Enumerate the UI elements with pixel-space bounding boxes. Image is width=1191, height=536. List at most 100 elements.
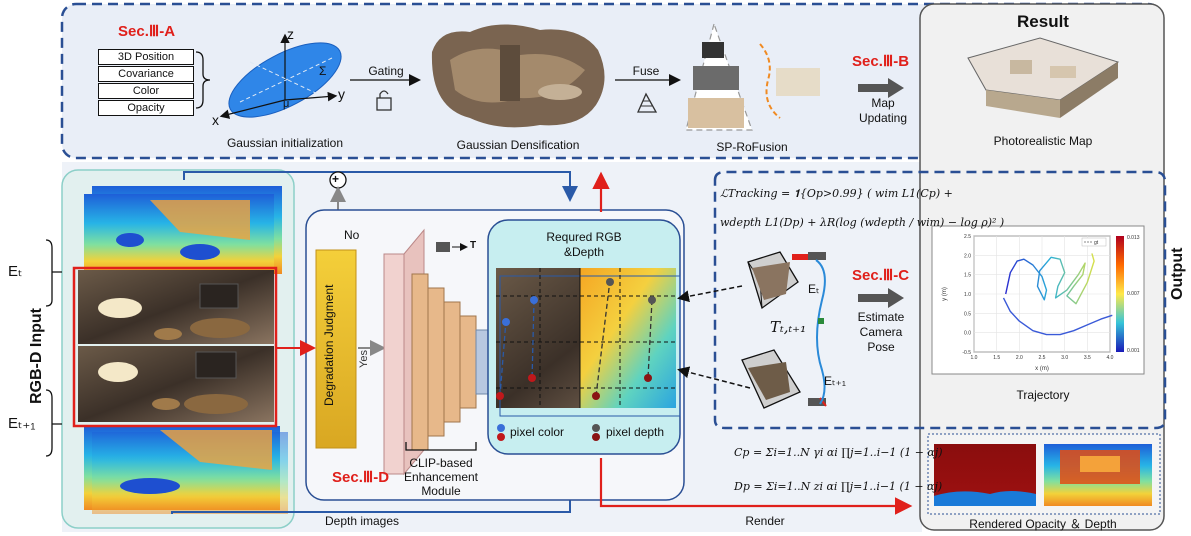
x-tick-label: 2.0: [1016, 355, 1023, 361]
colorbar: [1116, 236, 1124, 352]
gaussian-densification-image: [431, 24, 605, 128]
x-axis-label: x (m): [1035, 366, 1049, 372]
attribute-item: Color: [98, 83, 194, 99]
yes-label: Yes: [358, 350, 370, 368]
x-tick-label: 1.5: [993, 355, 1000, 361]
required-rgbd-label: Requred RGB &Depth: [546, 230, 622, 259]
tracking-loss-line-2: wdepth L1(Dp) + λR(log (wdepth / wim) − …: [720, 216, 1005, 229]
legend-box: [1081, 237, 1107, 247]
et-label: Eₜ: [8, 263, 23, 280]
colorbar-tick-label: 0.007: [1127, 291, 1140, 297]
pixel-legend-dots: [497, 424, 600, 441]
pixel-depth-label: pixel depth: [606, 425, 665, 439]
trajectory-series-line: [1002, 297, 1113, 336]
et1-brace: [45, 389, 62, 457]
x-axis-letter: x: [212, 112, 219, 128]
plus-sign: +: [332, 172, 340, 186]
color-render-formula: Cp = Σi=1..N γi αi ∏j=1..i−1 (1 − αj): [734, 446, 943, 459]
mu-label: μ: [283, 98, 290, 110]
attribute-item: 3D Position: [98, 49, 194, 65]
render-arrow: [599, 458, 913, 515]
estimate-pose-label: Estimate Camera Pose: [857, 310, 905, 354]
y-tick-label: 1.5: [964, 273, 971, 279]
depth-render-formula: Dp = Σi=1..N zi αi ∏j=1..i−1 (1 − αj): [734, 480, 943, 493]
sigma-label: Σ: [319, 64, 327, 78]
attribute-item: Covariance: [98, 66, 194, 82]
camera-et1: [741, 349, 827, 409]
clip-module-label: CLIP-based Enhancement Module: [403, 456, 479, 498]
camera-et-label: Eₜ: [808, 282, 820, 296]
attribute-item: Opacity: [98, 100, 194, 116]
rgb-frame-t: [78, 270, 274, 344]
sp-rofusion-label: SP-RoFusion: [716, 140, 788, 154]
trajectory-label: Trajectory: [1016, 388, 1070, 402]
gaussian-init-label: Gaussian initialization: [226, 136, 344, 150]
fuse-label: Fuse: [632, 64, 660, 78]
section-b-label: Sec.Ⅲ-B: [852, 53, 910, 70]
colorbar-tick-label: 0.013: [1127, 235, 1140, 241]
photorealistic-map-image: [967, 37, 1120, 118]
z-axis-label: z: [287, 26, 294, 42]
camera-et-ray: [677, 285, 743, 303]
colorbar-tick-label: 0.001: [1127, 348, 1140, 354]
y-tick-label: 0.5: [964, 311, 971, 317]
lock-icon: [376, 90, 392, 111]
transform-label: Tₜ,ₜ₊₁: [770, 318, 807, 336]
tracking-loss-line-1: ℒTracking = 𝟏{Op>0.99} ( wim L1(Cp) +: [720, 187, 953, 200]
no-label: No: [344, 228, 360, 242]
y-axis-label: y (m): [942, 287, 948, 301]
camera-path: [815, 259, 826, 405]
image-icon: [436, 242, 450, 252]
y-tick-label: -0.5: [962, 350, 971, 356]
output-label: Output: [1169, 247, 1186, 300]
rendered-opacity-image: [934, 444, 1036, 506]
camera-et: [747, 251, 826, 310]
pyramid-icon: [636, 92, 658, 113]
degradation-judgment-label: Degradation Judgment: [322, 284, 336, 406]
rgb-to-required-arrow: [183, 171, 578, 202]
camera-et1-label: Eₜ₊₁: [824, 374, 846, 388]
rgb-frame-t1: [78, 346, 274, 422]
camera-et1-ray: [677, 366, 751, 389]
clip-module-bracket: [405, 442, 477, 451]
depth-frame-bottom: [84, 426, 288, 514]
section-c-label: Sec.Ⅲ-C: [852, 267, 910, 284]
y-tick-label: 2.5: [964, 234, 971, 240]
rgbd-input-label: RGB-D Input: [28, 308, 45, 404]
x-tick-label: 3.0: [1061, 355, 1068, 361]
sp-rofusion-frustum-image: [685, 21, 820, 131]
rendered-opacity-depth-label: Rendered Opacity ＆ Depth: [969, 517, 1117, 531]
rendered-depth-image: [1044, 444, 1152, 506]
y-tick-label: 1.0: [964, 292, 971, 298]
t-icon: T: [470, 240, 477, 251]
x-tick-label: 3.5: [1084, 355, 1091, 361]
map-updating-arrow: [858, 78, 904, 98]
attributes-brace: [195, 51, 211, 109]
estimate-pose-arrow: [858, 288, 904, 308]
photorealistic-map-label: Photorealistic Map: [993, 134, 1093, 148]
depth-frame-top: [84, 186, 282, 278]
result-title: Result: [1017, 12, 1069, 31]
pixel-color-label: pixel color: [510, 425, 565, 439]
y-tick-label: 2.0: [964, 253, 971, 259]
et1-label: Eₜ₊₁: [8, 415, 36, 432]
required-frames: [496, 268, 681, 417]
degradation-judgment-box: [315, 249, 357, 449]
section-a-label: Sec.Ⅲ-A: [118, 23, 176, 40]
render-label: Render: [745, 514, 785, 528]
gaussian-ellipse-icon: [219, 33, 342, 119]
y-axis-letter: y: [338, 86, 345, 102]
et-brace: [45, 239, 62, 307]
trajectory-series-line: [1005, 253, 1095, 305]
depth-images-label: Depth images: [324, 514, 400, 528]
x-tick-label: 4.0: [1107, 355, 1114, 361]
map-updating-label: Map Updating: [858, 96, 908, 125]
x-tick-label: 2.5: [1039, 355, 1046, 361]
legend-label: gt: [1094, 240, 1099, 246]
densification-label: Gaussian Densification: [456, 138, 580, 152]
section-d-label: Sec.Ⅲ-D: [332, 469, 390, 486]
